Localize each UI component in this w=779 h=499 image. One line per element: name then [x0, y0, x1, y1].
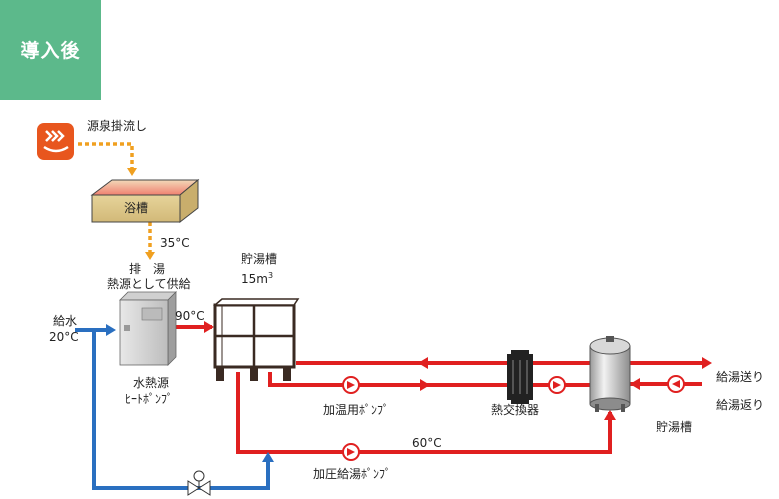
drain-temp-label: 35°C — [160, 236, 190, 250]
cold-arrow-in — [106, 324, 116, 336]
water-in-temp-label: 20°C — [49, 330, 79, 344]
water-in-label: 給水 — [53, 314, 78, 328]
supply-out-label: 給湯送り — [716, 370, 765, 384]
spring-label: 源泉掛流し — [87, 119, 148, 133]
drain-arrow-bottom — [145, 252, 155, 260]
heating-pump-label: 加温用ﾎﾟﾝﾌﾟ — [323, 403, 390, 417]
hot-pipe-arrows — [204, 321, 712, 420]
storage-tank-cylinder — [589, 336, 631, 412]
heating-pump-icon — [342, 376, 360, 394]
tank-title-label: 貯湯槽 — [241, 252, 278, 266]
booster-pump-label: 加圧給湯ﾎﾟﾝﾌﾟ — [313, 467, 392, 481]
return-pump-icon — [548, 376, 566, 394]
valve-icon — [187, 470, 211, 496]
drain-source-label: 熱源として供給 — [107, 277, 191, 291]
supply-temp-label: 60°C — [412, 436, 442, 450]
heat-pump-label: 水熱源 — [133, 376, 170, 390]
heat-pump-unit — [119, 291, 177, 366]
drain-line — [78, 142, 152, 253]
bath-tub — [90, 178, 200, 224]
supply-return-pump-icon — [667, 375, 685, 393]
heat-pump-type-label: ﾋｰﾄﾎﾟﾝﾌﾟ — [125, 392, 174, 406]
drain-arrow-top — [127, 168, 137, 176]
heat-exchanger-icon — [507, 350, 533, 404]
storage-tank-label: 貯湯槽 — [656, 420, 693, 434]
tank-capacity-label: 15m3 — [241, 271, 274, 286]
supply-return-label: 給湯返り — [716, 398, 765, 412]
booster-pump-icon — [342, 443, 360, 461]
hot-storage-tank — [212, 298, 300, 381]
drain-label: 排 湯 — [129, 262, 166, 276]
hot-spring-icon — [37, 123, 74, 160]
heat-exchanger-label: 熱交換器 — [491, 403, 540, 417]
after-badge: 導入後 — [0, 0, 101, 100]
bath-label: 浴槽 — [124, 201, 149, 215]
cold-water-pipes — [75, 328, 270, 490]
cold-arrow-up — [262, 452, 274, 462]
hot-outlet-temp-label: 90°C — [175, 309, 205, 323]
